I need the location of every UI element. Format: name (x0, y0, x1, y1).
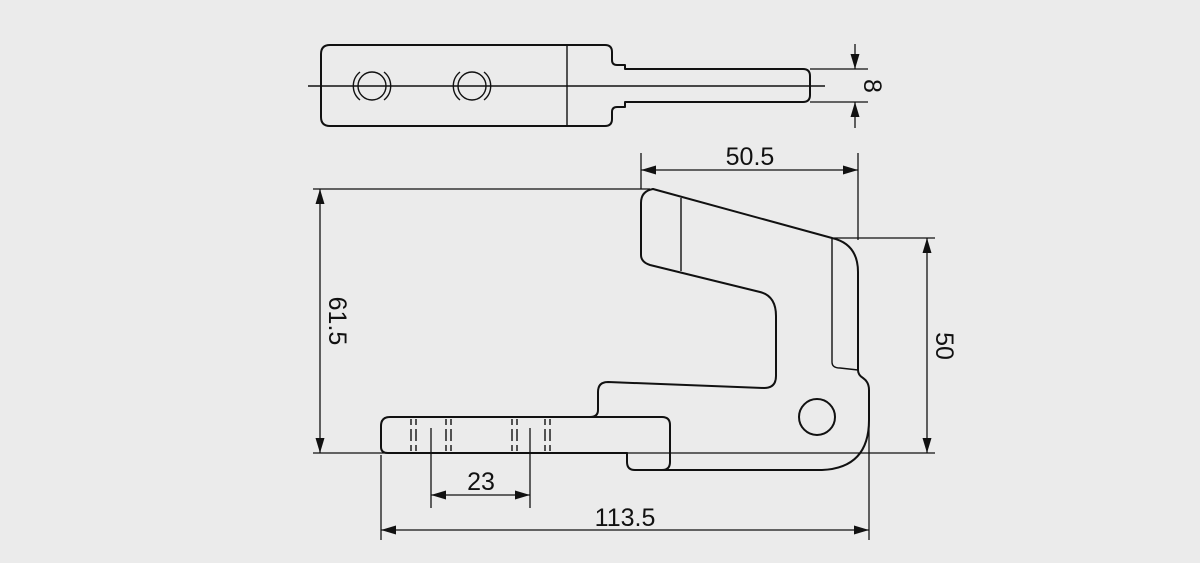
dim-top-width-label: 50.5 (726, 143, 775, 171)
dim-total-length-label: 113.5 (595, 504, 656, 532)
dim-total-length: 113.5 (380, 420, 870, 540)
dim-hole-spacing-label: 23 (467, 468, 495, 496)
top-hole-right (452, 71, 492, 101)
side-view-outline (626, 188, 870, 471)
dim-thickness-label: 8 (858, 79, 886, 93)
dim-right-height-label: 50 (930, 332, 958, 360)
top-view-outline (320, 44, 811, 127)
pivot-hole (798, 398, 836, 436)
top-view: 8 (308, 44, 886, 128)
bottom-plate (380, 416, 628, 454)
top-hole-left (352, 71, 392, 101)
dim-total-height-label: 61.5 (323, 297, 351, 346)
inner-face-line (831, 238, 859, 371)
bottom-plate-tab (589, 416, 671, 471)
slot-marks (410, 419, 551, 451)
dim-hole-spacing: 23 (430, 428, 531, 508)
hook-arm (589, 188, 777, 418)
dim-total-height: 61.5 (313, 188, 650, 453)
dim-right-height: 50 (834, 237, 958, 453)
dim-top-width: 50.5 (640, 143, 859, 240)
side-view (313, 188, 935, 471)
dim-thickness: 8 (810, 44, 886, 128)
